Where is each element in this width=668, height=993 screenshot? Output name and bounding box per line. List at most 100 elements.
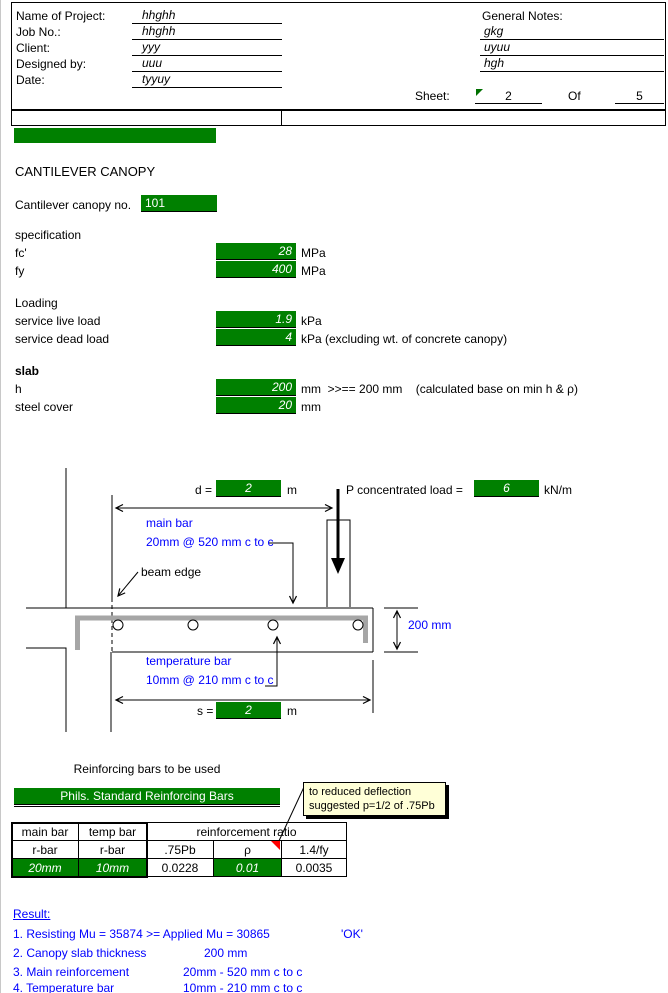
- tooltip-line: suggested p=1/2 of .75Pb: [309, 800, 435, 812]
- table-subheader: r-bar: [11, 840, 79, 859]
- general-note-cell[interactable]: hgh: [480, 56, 664, 72]
- fy-ratio-value-cell: 0.0035: [281, 858, 347, 877]
- unit-label: mm: [301, 400, 321, 414]
- main-bar-annotation: main bar: [146, 516, 193, 530]
- slab-h-input-cell[interactable]: 200: [216, 379, 296, 396]
- slab-heading: slab: [15, 364, 40, 378]
- table-subheader: .75Pb: [146, 840, 214, 859]
- sub-header-left-cell: [12, 111, 282, 125]
- main-bar-leader-arrow: [269, 542, 293, 603]
- general-note-cell[interactable]: gkg: [480, 24, 664, 40]
- loading-row-label: service dead load: [15, 332, 110, 346]
- unit-label: MPa: [301, 264, 326, 278]
- dead-load-input-cell[interactable]: 4: [216, 329, 296, 346]
- p-load-arrow-head: [331, 558, 345, 574]
- steel-cover-input-cell[interactable]: 20: [216, 397, 296, 414]
- live-load-input-cell[interactable]: 1.9: [216, 311, 296, 328]
- general-notes-label: General Notes:: [482, 9, 563, 23]
- beam-edge-annotation: beam edge: [141, 565, 202, 579]
- job-no-cell[interactable]: hhghh: [132, 24, 282, 40]
- temp-bar-size-cell[interactable]: 10mm: [78, 858, 147, 877]
- temp-bar-circle: [112, 619, 124, 631]
- field-label: Job No.:: [16, 25, 61, 39]
- beam-edge-leader-arrow: [118, 571, 139, 596]
- field-label: Designed by:: [16, 57, 87, 71]
- slab-row-label: h: [15, 382, 22, 396]
- page-title: CANTILEVER CANOPY: [15, 164, 156, 179]
- fy-input-cell[interactable]: 400: [216, 261, 296, 278]
- unit-label: mm >>== 200 mm (calculated base on min h…: [301, 382, 578, 396]
- table-subheader-rho: ρ: [213, 840, 282, 859]
- temp-bar-spacing-annotation: 10mm @ 210 mm c to c: [146, 673, 274, 687]
- p-load-post: [326, 519, 351, 607]
- canopy-no-label: Cantilever canopy no.: [15, 198, 132, 212]
- rho-input-cell[interactable]: 0.01: [213, 858, 282, 877]
- result-line-4-value: 10mm - 210 mm c to c: [183, 981, 303, 993]
- table-header-reinforcement-ratio: reinforcement ratio: [146, 822, 347, 841]
- client-cell[interactable]: yyy: [132, 40, 282, 56]
- rebar-standard-cell[interactable]: Phils. Standard Reinforcing Bars: [14, 788, 280, 804]
- fc-input-cell[interactable]: 28: [216, 243, 296, 260]
- table-subheader: 1.4/fy: [281, 840, 347, 859]
- temp-bar-circle: [267, 619, 279, 631]
- specification-heading: specification: [15, 228, 82, 242]
- p-load-unit: kN/m: [544, 483, 572, 497]
- temp-bar-circle: [187, 619, 199, 631]
- d-input-cell[interactable]: 2: [216, 480, 281, 497]
- loading-heading: Loading: [15, 296, 58, 310]
- sheet-label: Sheet:: [415, 89, 450, 103]
- field-label: Date:: [16, 73, 45, 87]
- section-green-bar: [14, 128, 216, 143]
- main-bar-spacing-annotation: 20mm @ 520 mm c to c: [146, 535, 274, 549]
- s-input-cell[interactable]: 2: [216, 702, 281, 719]
- result-line-3-value: 20mm - 520 mm c to c: [183, 965, 303, 979]
- result-heading: Result:: [13, 907, 51, 921]
- field-label: Client:: [16, 41, 51, 55]
- unit-label: MPa: [301, 246, 326, 260]
- general-note-cell[interactable]: uyuu: [480, 40, 664, 56]
- d-unit: m: [287, 483, 297, 497]
- double-underline: [14, 801, 280, 807]
- designed-by-cell[interactable]: uuu: [132, 56, 282, 72]
- table-subheader: r-bar: [78, 840, 147, 859]
- temp-bar-circle: [352, 619, 364, 631]
- project-name-cell[interactable]: hhghh: [132, 8, 282, 24]
- p-load-input-cell[interactable]: 6: [474, 480, 539, 497]
- unit-label: kPa (excluding wt. of concrete canopy): [301, 332, 508, 346]
- slab-outline: [112, 608, 374, 653]
- wall-lower-line: [26, 647, 67, 732]
- main-bar-size-cell[interactable]: 20mm: [11, 858, 79, 877]
- s-label: s =: [197, 704, 214, 718]
- cell-comment-tooltip: to reduced deflection suggested p=1/2 of…: [303, 782, 446, 816]
- loading-row-label: service live load: [15, 314, 101, 328]
- result-status: 'OK': [341, 927, 363, 941]
- tooltip-line: to reduced deflection: [309, 786, 412, 798]
- table-header-main-bar: main bar: [11, 822, 79, 841]
- slab-row-label: steel cover: [15, 400, 74, 414]
- sheet-total-cell[interactable]: 5: [615, 89, 664, 104]
- header-box: Name of Project: Job No.: Client: Design…: [11, 2, 666, 110]
- date-cell[interactable]: tyyuy: [132, 72, 282, 88]
- temp-bar-annotation: temperature bar: [146, 654, 232, 668]
- canopy-no-input-cell[interactable]: 101: [141, 195, 217, 212]
- sub-header-row: [11, 110, 666, 126]
- slab-thickness-annotation: 200 mm: [408, 618, 452, 632]
- result-line-2-value: 200 mm: [204, 946, 248, 960]
- d-label: d =: [195, 483, 213, 497]
- table-header-temp-bar: temp bar: [78, 822, 147, 841]
- unit-label: kPa: [301, 314, 322, 328]
- reinforcement-table: main bar temp bar reinforcement ratio r-…: [11, 822, 347, 877]
- rebar-caption: Reinforcing bars to be used: [73, 762, 221, 776]
- result-line-2-label: 2. Canopy slab thickness: [13, 946, 147, 960]
- result-line-4-label: 4. Temperature bar: [13, 981, 115, 993]
- pb-value-cell: 0.0228: [146, 858, 214, 877]
- result-line-1: 1. Resisting Mu = 35874 >= Applied Mu = …: [13, 927, 270, 941]
- result-line-3-label: 3. Main reinforcement: [13, 965, 130, 979]
- sheet-number-cell[interactable]: 2: [475, 89, 542, 104]
- spec-row-label: fc': [15, 246, 27, 260]
- spec-row-label: fy: [15, 264, 25, 278]
- p-load-label: P concentrated load =: [346, 483, 463, 497]
- s-unit: m: [287, 704, 297, 718]
- of-label: Of: [568, 89, 581, 103]
